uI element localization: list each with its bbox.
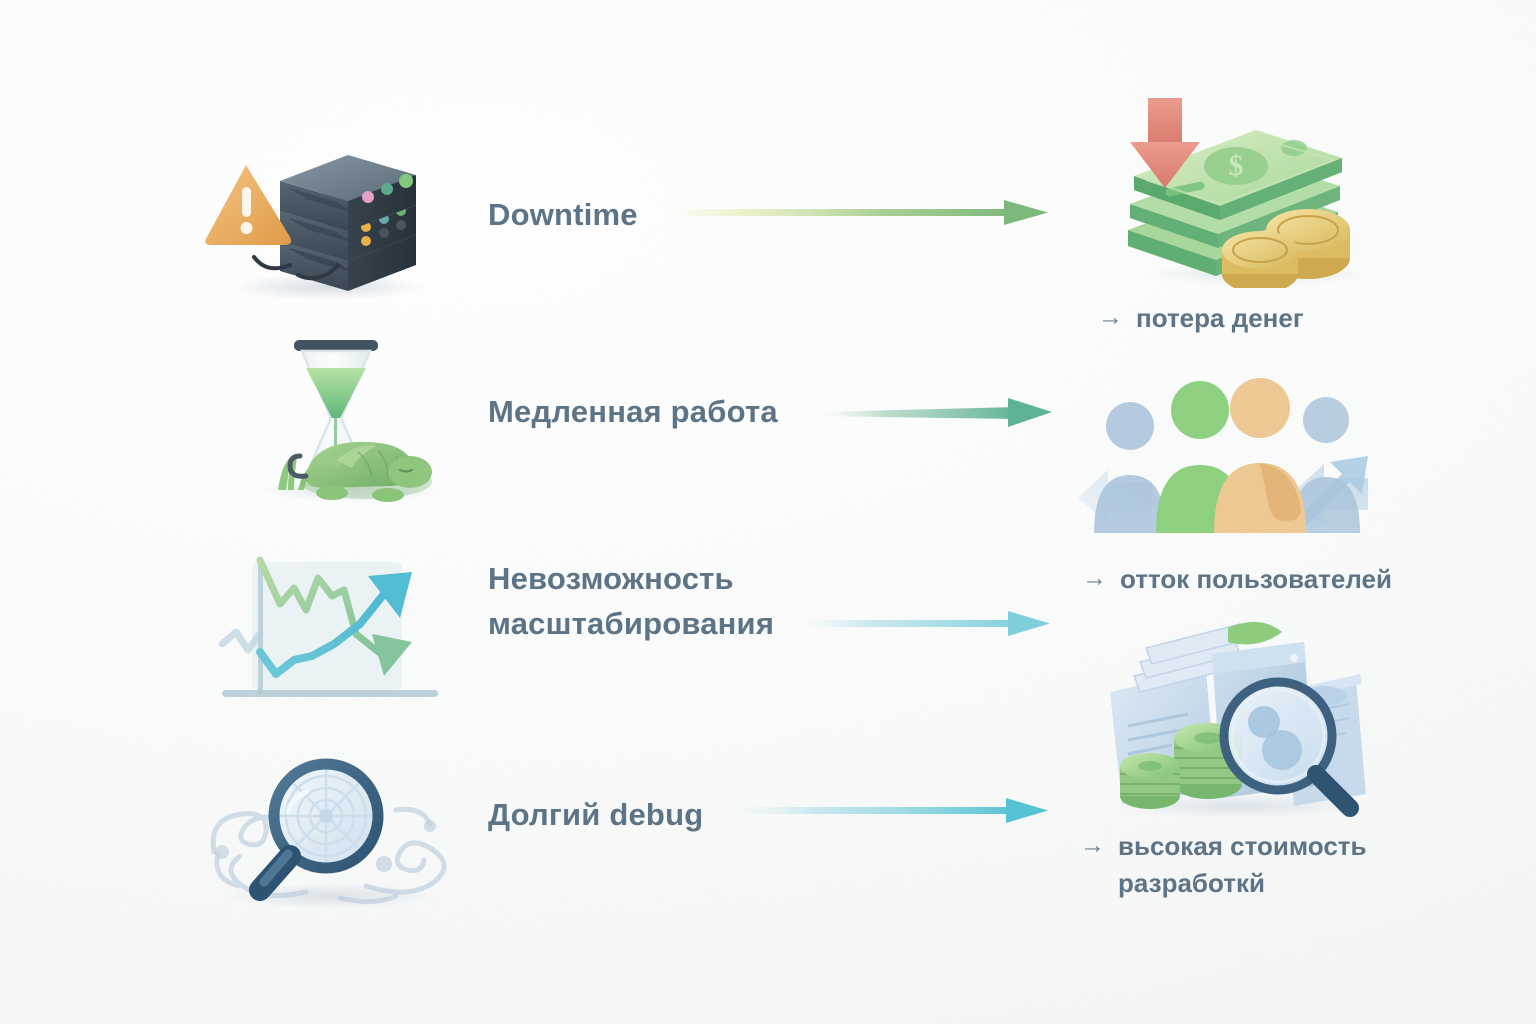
people-leaving-arrows-icon [1078,378,1368,542]
cause-label-slow-work: Медленная работа [488,394,778,429]
effect-text: вьсокая стоимость разработкй [1118,831,1367,898]
crossing-trend-chart-icon [208,538,453,718]
effect-text: потера денег [1136,303,1304,333]
flow-arrow-slow-work [818,394,1054,435]
svg-text:$: $ [1229,149,1244,182]
cause-label-long-debug: Долгий debug [488,797,704,832]
flow-arrow-long-debug [728,794,1050,833]
flow-arrow-no-scaling [800,607,1052,646]
hourglass-sleeping-turtle-icon [232,330,452,510]
effect-label-dev-cost: → вьсокая стоимость разработкй [1080,828,1367,902]
cause-label-no-scaling: Невозможность масштабирования [488,561,775,641]
effect-text: отток пользователей [1120,564,1392,594]
effect-label-user-churn: → отток пользователей [1082,561,1392,598]
cause-label-downtime: Downtime [488,197,638,232]
documents-coins-magnifier-icon [1088,618,1373,818]
server-stack-warning-icon [198,105,448,300]
effect-label-money-loss: → потера денег [1098,300,1304,337]
arrow-right-glyph: → [1080,831,1105,859]
money-stack-down-arrow-icon: $ [1108,98,1383,293]
arrow-right-glyph: → [1082,564,1107,592]
arrow-right-glyph: → [1098,303,1123,331]
magnifier-tangled-lines-icon [198,748,453,913]
flow-arrow-downtime [668,196,1050,235]
